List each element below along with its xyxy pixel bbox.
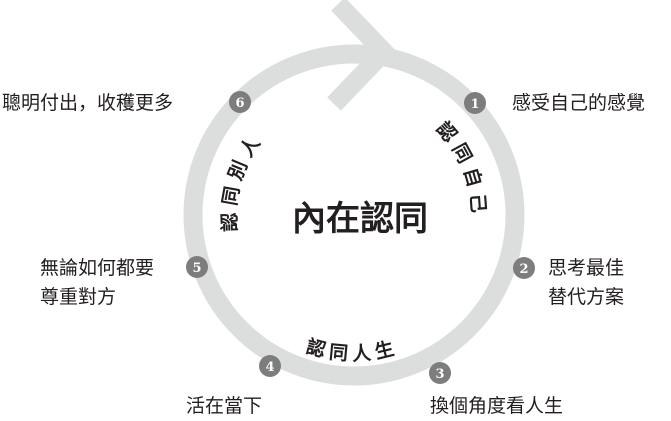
svg-text:4: 4 (265, 360, 274, 375)
step-badge-1: 1 (464, 92, 486, 114)
arc-label-others: 認同別人 (218, 128, 268, 232)
step-label-5: 無論如何都要尊重對方 (40, 254, 154, 312)
step-2-line-1: 思考最佳 (548, 257, 625, 279)
step-badge-4: 4 (259, 355, 281, 377)
step-5-line-1: 無論如何都要 (40, 257, 155, 279)
step-badge-6: 6 (229, 91, 251, 113)
step-label-3: 換個角度看人生 (430, 392, 563, 421)
step-2-line-2: 替代方案 (548, 286, 625, 308)
cycle-ring (183, 44, 525, 386)
step-3-line-1: 換個角度看人生 (430, 395, 564, 417)
step-6-line-1: 聰明付出，收穫更多 (2, 92, 174, 114)
step-label-1: 感受自己的感覺 (512, 89, 645, 118)
step-badge-2: 2 (513, 257, 535, 279)
svg-text:6: 6 (235, 96, 244, 111)
step-badge-3: 3 (429, 362, 451, 384)
step-label-2: 思考最佳替代方案 (548, 254, 624, 312)
svg-text:1: 1 (470, 97, 479, 112)
step-5-line-2: 尊重對方 (40, 286, 117, 308)
arc-label-life: 認同人生 (304, 335, 401, 366)
step-badge-5: 5 (186, 256, 208, 278)
svg-text:3: 3 (435, 367, 444, 382)
svg-text:5: 5 (192, 261, 201, 276)
arc-label-self: 認同自己 (432, 117, 490, 219)
arrow-head-icon (327, 0, 398, 111)
step-label-6: 聰明付出，收穫更多 (2, 89, 173, 118)
step-1-line-1: 感受自己的感覺 (512, 92, 646, 114)
svg-text:2: 2 (519, 262, 528, 277)
center-title: 內在認同 (292, 199, 428, 239)
step-label-4: 活在當下 (186, 392, 262, 421)
step-4-line-1: 活在當下 (186, 395, 263, 417)
